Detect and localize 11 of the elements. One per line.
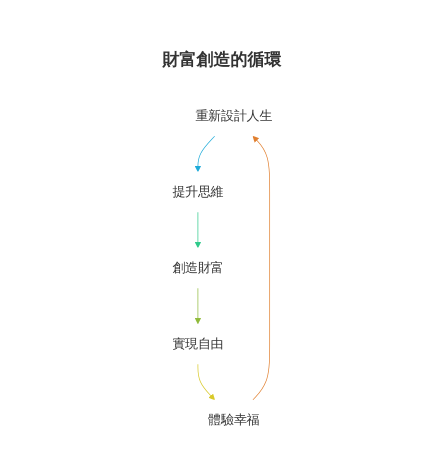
node-text: 創造財富 — [172, 260, 224, 276]
arrow — [194, 136, 215, 172]
node-text: 實現自由 — [172, 336, 224, 352]
diagram-title: 財富創造的循環 — [161, 49, 282, 71]
arrow — [197, 364, 215, 400]
arrow — [194, 288, 201, 324]
node-text: 體驗幸福 — [208, 412, 260, 428]
node-text: 提升思維 — [172, 184, 224, 200]
arrow — [194, 212, 201, 248]
arrow — [252, 136, 270, 400]
node-text: 重新設計人生 — [195, 108, 272, 124]
